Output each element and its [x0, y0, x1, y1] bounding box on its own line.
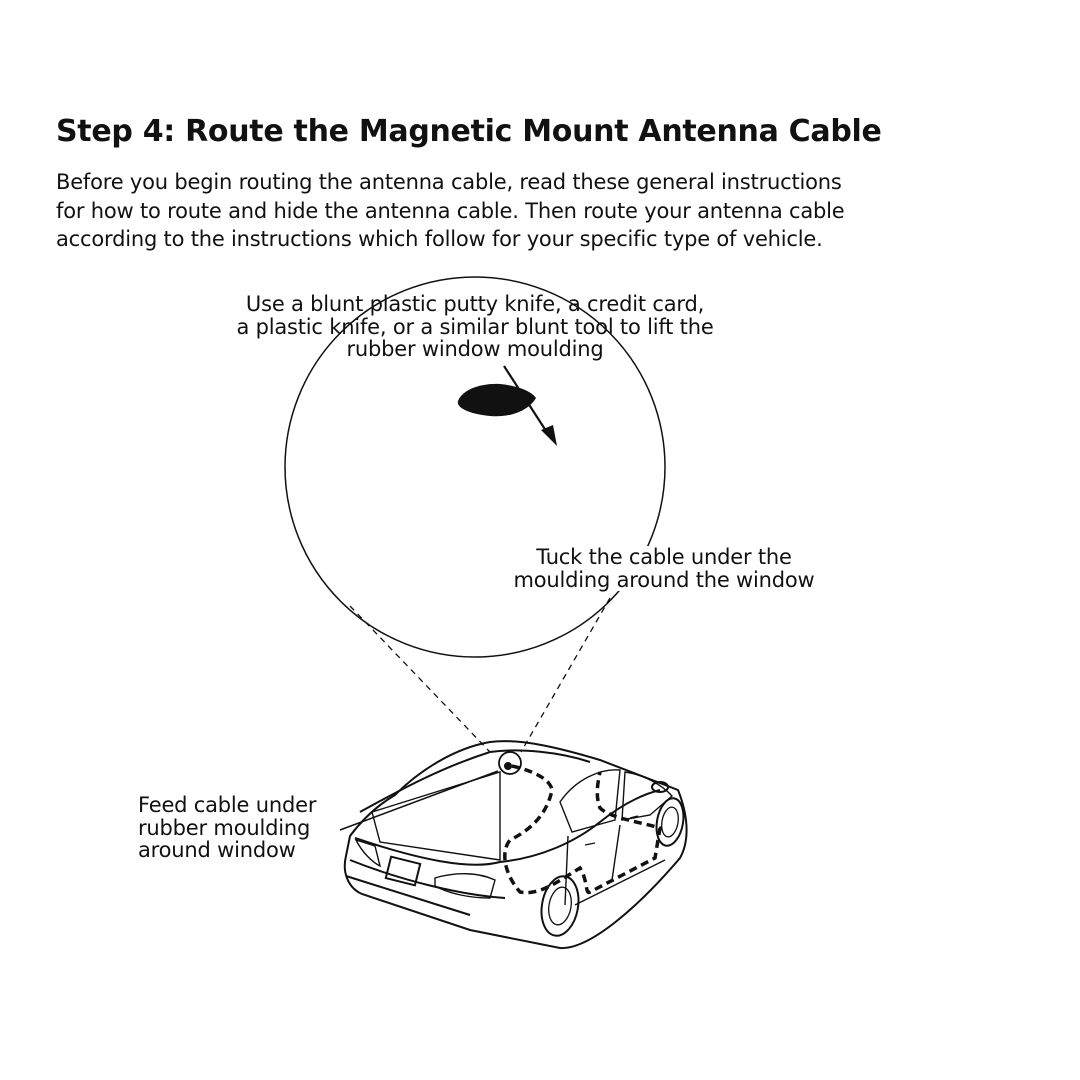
callout-line: Tuck the cable under the: [536, 545, 792, 569]
license-plate: [384, 855, 422, 887]
antenna-base-dot: [504, 762, 512, 770]
intro-line: for how to route and hide the antenna ca…: [56, 198, 845, 223]
callout-line: rubber window moulding: [346, 337, 604, 361]
detail-magnifier-circle: [284, 276, 666, 658]
antenna-puck-icon: [457, 383, 536, 417]
antenna-cable-route: [503, 764, 662, 895]
intro-line: Before you begin routing the antenna cab…: [56, 170, 842, 194]
rear-wheel: [540, 875, 580, 937]
callout-line: Feed cable under: [138, 793, 317, 817]
front-wheel: [655, 797, 685, 847]
antenna-detail-ring: [498, 751, 522, 775]
callout-line: Use a blunt plastic putty knife, a credi…: [245, 292, 705, 316]
callout-line: rubber moulding: [138, 815, 311, 840]
page-title: Step 4: Route the Magnetic Mount Antenna…: [56, 114, 882, 149]
intro-line: according to the instructions which foll…: [56, 227, 823, 251]
callout-feed-cable: Feed cable under rubber moulding around …: [138, 794, 316, 862]
callout-tuck-cable: Tuck the cable under the moulding around…: [496, 546, 832, 591]
callout-line: around window: [138, 838, 296, 862]
callout-line: moulding around the window: [513, 567, 815, 592]
intro-paragraph: Before you begin routing the antenna cab…: [56, 168, 956, 254]
callout-line: a plastic knife, or a similar blunt tool…: [236, 314, 714, 339]
zoom-projection-lines: [349, 597, 611, 753]
callout-putty-knife: Use a blunt plastic putty knife, a credi…: [205, 293, 745, 361]
feed-cable-pointer: [339, 770, 499, 831]
tool-arrow-icon: [503, 365, 557, 446]
